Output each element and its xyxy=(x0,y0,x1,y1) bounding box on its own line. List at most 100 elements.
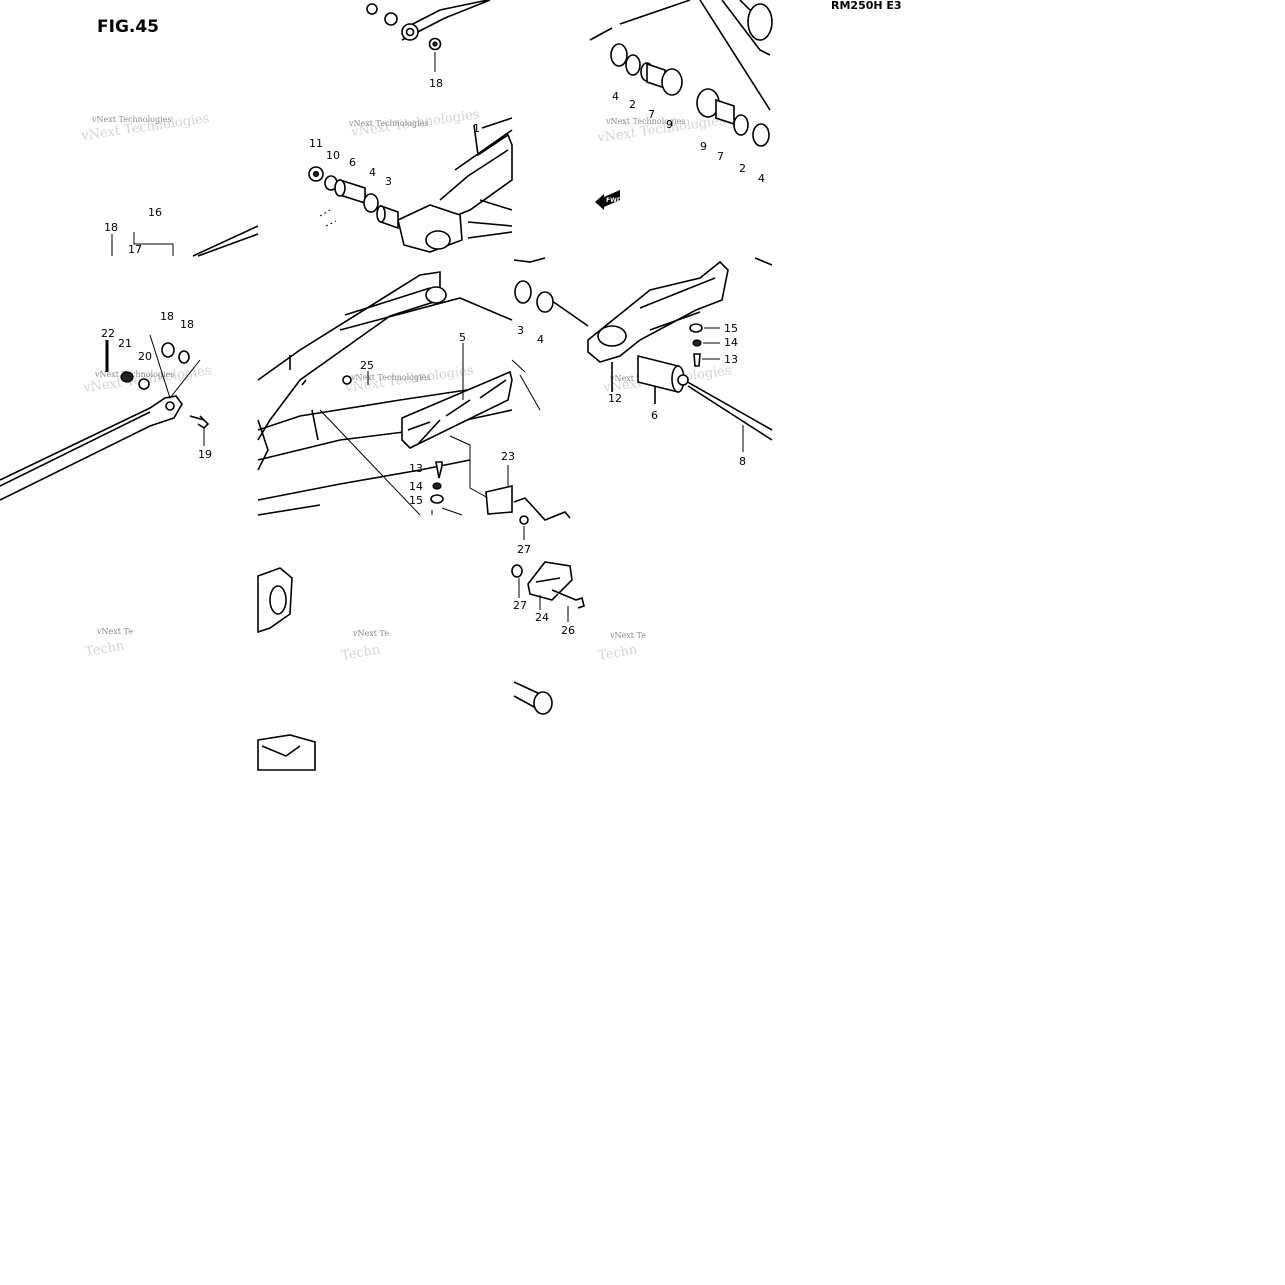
figure-label: FIG.45 xyxy=(97,17,159,37)
callout-13: 13 xyxy=(724,353,738,366)
dash-guide xyxy=(319,209,337,227)
callout-4: 4 xyxy=(612,90,619,103)
leader-bracket-23 xyxy=(449,435,489,499)
swingarm-right-edge xyxy=(511,359,541,411)
seal-4-part xyxy=(752,123,770,147)
leader-line xyxy=(611,362,656,404)
callout-6: 6 xyxy=(651,409,658,422)
callout-14: 14 xyxy=(409,480,423,493)
nut-part xyxy=(677,374,689,386)
bracket-16 xyxy=(133,232,174,256)
seal-4-part xyxy=(536,291,554,313)
tile-chain-guide xyxy=(511,497,585,715)
leader-line xyxy=(319,409,421,516)
swingarm-ribs xyxy=(467,199,513,239)
collar-6-end xyxy=(334,179,346,197)
callout-11: 11 xyxy=(309,137,323,150)
decal-script xyxy=(407,379,507,445)
swingarm-slot xyxy=(425,286,447,304)
washer-15-part xyxy=(689,323,703,333)
callout-21: 21 xyxy=(118,337,132,350)
roller-18-part xyxy=(178,350,190,364)
callout-10: 10 xyxy=(326,149,340,162)
tensioner-arm xyxy=(0,395,183,501)
callout-4: 4 xyxy=(537,333,544,346)
bolt-13-part xyxy=(693,353,701,367)
callout-labels: 18 11 10 6 4 3 1 4 2 7 9 9 7 2 4 16 18 1… xyxy=(101,77,765,637)
callout-27: 27 xyxy=(513,599,527,612)
bolt-13-part xyxy=(435,461,443,479)
callout-23: 23 xyxy=(501,450,515,463)
callout-2: 2 xyxy=(629,98,636,111)
swingarm-slot-line xyxy=(339,287,513,331)
callout-26: 26 xyxy=(561,624,575,637)
leader-bracket xyxy=(149,334,201,400)
hardware-fragment xyxy=(431,507,463,516)
callout-6: 6 xyxy=(349,156,356,169)
callout-16: 16 xyxy=(148,206,162,219)
washer-part xyxy=(366,3,378,15)
linkage-arm-bore xyxy=(597,325,627,347)
circlip-2-part xyxy=(625,54,641,76)
model-code: RM250H E3 xyxy=(831,0,902,12)
watermark: vNext Technologies xyxy=(605,117,685,126)
tile-linkage-bearings: FWD xyxy=(589,0,773,210)
linkage-arm xyxy=(587,260,729,363)
circlip-2-part xyxy=(733,114,749,136)
callout-2: 2 xyxy=(739,162,746,175)
bearing-3-part xyxy=(514,280,532,304)
watermark-shadow: Techn xyxy=(84,638,126,660)
callout-3: 3 xyxy=(517,324,524,337)
callout-12: 12 xyxy=(608,392,622,405)
tile-chain-adjuster xyxy=(0,225,259,501)
tile-lower-fragments xyxy=(257,567,316,771)
guide-bracket xyxy=(513,497,571,521)
callout-15: 15 xyxy=(409,494,423,507)
fwd-label: FWD xyxy=(606,197,622,204)
swingarm-body-lines xyxy=(257,379,513,516)
callout-20: 20 xyxy=(138,350,152,363)
linkage-arm-ribs xyxy=(639,277,716,331)
watermark: vNext Technologies xyxy=(348,119,428,128)
arm-fragment xyxy=(192,225,259,257)
chain-buffer-24 xyxy=(527,561,573,601)
chain-guide-23 xyxy=(485,484,513,515)
watermark-shadow: Techn xyxy=(340,642,382,664)
callout-18: 18 xyxy=(160,310,174,323)
edge-fragment xyxy=(754,257,773,266)
callout-14: 14 xyxy=(724,336,738,349)
callout-15: 15 xyxy=(724,322,738,335)
fwd-arrow-icon: FWD xyxy=(595,190,622,210)
tile-swingarm xyxy=(257,271,541,516)
washer-20-part xyxy=(138,378,150,390)
callout-3: 3 xyxy=(385,175,392,188)
linkage-eye-bore xyxy=(405,27,415,37)
callout-17: 17 xyxy=(128,243,142,256)
watermark-group: vNext Technologies vNext Technologies vN… xyxy=(79,107,732,664)
bracket-fragment xyxy=(257,734,316,771)
callout-22: 22 xyxy=(101,327,115,340)
watermark: vNext Te xyxy=(96,627,133,636)
watermark-shadow: Techn xyxy=(597,642,639,664)
roller-18-part xyxy=(161,342,175,358)
swingarm-detail xyxy=(289,355,307,386)
axle-8 xyxy=(683,379,773,441)
bracket-detail xyxy=(261,745,301,757)
nut-14-part xyxy=(432,482,442,490)
leader-line xyxy=(589,0,771,111)
washer-15-part xyxy=(430,494,444,504)
linkage-bore xyxy=(747,3,773,41)
swingarm-end-bore xyxy=(269,585,287,615)
swingarm-decal xyxy=(401,370,513,449)
grease-nipple-25-part xyxy=(342,375,352,385)
callout-18: 18 xyxy=(180,318,194,331)
arm-pivot-hole xyxy=(165,401,175,411)
callout-18: 18 xyxy=(104,221,118,234)
spacer-9-part xyxy=(661,68,683,96)
seal-4-part xyxy=(610,43,628,67)
callout-19: 19 xyxy=(198,448,212,461)
tile-pivot-bearing xyxy=(308,0,513,253)
fwd-arrow-shape xyxy=(595,190,620,210)
callout-9: 9 xyxy=(666,118,673,131)
callout-27: 27 xyxy=(517,543,531,556)
